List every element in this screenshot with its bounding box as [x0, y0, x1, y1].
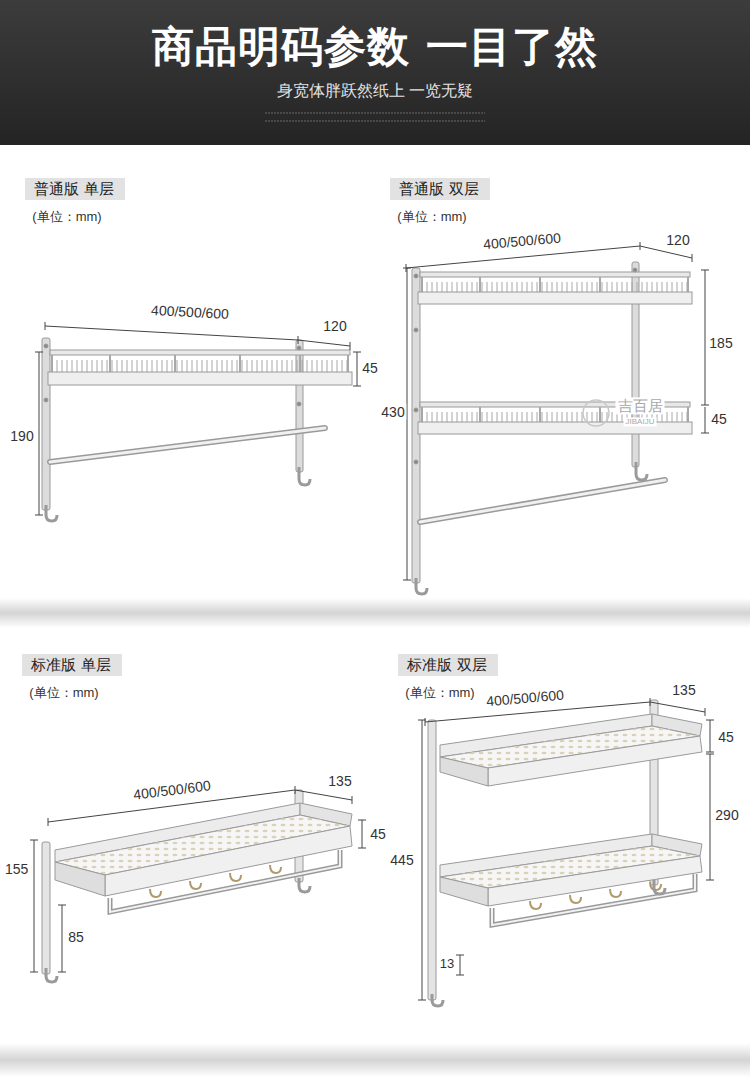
header-band [0, 0, 750, 145]
section-heading: 标准版 双层 [398, 654, 498, 676]
page-title: 商品明码参数 一目了然 [0, 20, 750, 74]
shelf-illustration [420, 282, 690, 292]
dimension-line [30, 840, 38, 972]
header-band [0, 0, 750, 145]
unit-note: (单位：mm) [27, 686, 100, 701]
shelf-illustration [488, 736, 702, 786]
unit-note: (单位：mm) [30, 210, 103, 225]
shelf-illustration [440, 757, 488, 786]
dimension-text: 190 [8, 428, 35, 444]
dimension-line [640, 246, 692, 262]
shelf-illustration [428, 700, 702, 1006]
shelf-illustration [44, 344, 48, 348]
dimension-text: 135 [670, 682, 697, 698]
dimension-text: 120 [664, 232, 691, 248]
heading-text: 标准版 双层 [407, 654, 489, 676]
dimension-text: 430 [379, 404, 406, 420]
shelf-illustration [55, 862, 105, 896]
dimension-text: 45 [709, 411, 729, 427]
dimension-line [295, 790, 352, 804]
heading-text: 普通版 双层 [399, 178, 481, 200]
dimension-line [456, 955, 464, 975]
heading-text: 标准版 单层 [31, 654, 113, 676]
dimension-line [418, 720, 426, 1000]
dimension-text: 155 [3, 861, 30, 877]
shelf-illustration [297, 402, 301, 406]
shelf-illustration [42, 842, 50, 974]
dimension-line [701, 407, 709, 433]
dimension-line [358, 820, 366, 848]
shelf-illustration [583, 400, 609, 426]
shelf-illustration [440, 877, 488, 906]
dimension-text: 400/500/600 [130, 777, 213, 803]
dimension-text: 120 [321, 318, 348, 334]
shelf-illustration [42, 338, 352, 521]
shelf-illustration [420, 480, 665, 522]
dimension-text: 400/500/600 [481, 229, 564, 252]
dimension-text: 135 [326, 773, 353, 789]
shelf-illustration [420, 480, 665, 522]
separator-band [0, 598, 750, 628]
dimension-line [298, 340, 350, 350]
watermark: 吉百居 [616, 397, 665, 414]
dimension-line [45, 322, 298, 344]
shelf-illustration [50, 360, 350, 372]
dimension-text: 45 [716, 729, 736, 745]
dimension-line [35, 352, 43, 515]
dimension-line [58, 905, 66, 972]
dimension-text: 185 [707, 335, 734, 351]
shelf-illustration [42, 790, 352, 982]
shelf-illustration [414, 408, 418, 412]
shelf-illustration [110, 850, 340, 912]
section-heading: 标准版 单层 [22, 654, 122, 676]
shelf-illustration [42, 338, 50, 510]
dimension-text: 45 [360, 360, 380, 376]
unit-note: (单位：mm) [403, 686, 476, 701]
header-band [265, 113, 485, 121]
separator-band [0, 1043, 750, 1077]
dimension-text: 45 [368, 826, 388, 842]
dimension-text: 445 [388, 852, 415, 868]
shelf-illustration [414, 460, 418, 464]
dimension-line [706, 720, 714, 752]
dimension-text: 13 [438, 957, 456, 972]
shelf-illustration [633, 268, 637, 272]
shelf-illustration [416, 462, 647, 594]
shelf-illustration [50, 428, 325, 462]
shelf-illustration [488, 856, 702, 906]
shelf-illustration [48, 372, 352, 385]
section-heading: 普通版 单层 [25, 178, 125, 200]
section-heading: 普通版 双层 [390, 178, 490, 200]
shelf-illustration [46, 878, 310, 982]
dimension-text: 400/500/600 [149, 302, 232, 322]
shelf-illustration [414, 328, 418, 332]
shelf-illustration [44, 398, 48, 402]
shelf-illustration [105, 826, 352, 896]
shelf-illustration [297, 346, 301, 350]
watermark: JIBAIJU [624, 417, 657, 426]
dimension-text: 400/500/600 [484, 686, 567, 709]
shelf-illustration [428, 720, 436, 1000]
dimension-line [30, 242, 714, 1000]
heading-text: 普通版 单层 [34, 178, 116, 200]
unit-note: (单位：mm) [395, 210, 468, 225]
dimension-text: 290 [713, 807, 740, 823]
shelf-illustration [492, 874, 695, 925]
shelf-illustration [50, 428, 325, 462]
shelf-illustration [110, 850, 340, 912]
dimension-text: 85 [66, 929, 86, 945]
separator-band [0, 598, 750, 1077]
shelf-illustration [414, 274, 418, 278]
shelf-illustration [50, 350, 350, 355]
shelf-illustration [412, 262, 692, 594]
shelf-illustration [492, 874, 695, 925]
dimension-line [403, 268, 411, 580]
shelf-illustration [418, 292, 692, 304]
subtitle: 身宽体胖跃然纸上 一览无疑 [275, 82, 475, 100]
dimension-line [650, 702, 705, 716]
shelf-illustration [46, 467, 310, 521]
shelf-illustration [420, 272, 690, 277]
shelf-illustration [432, 880, 665, 1006]
